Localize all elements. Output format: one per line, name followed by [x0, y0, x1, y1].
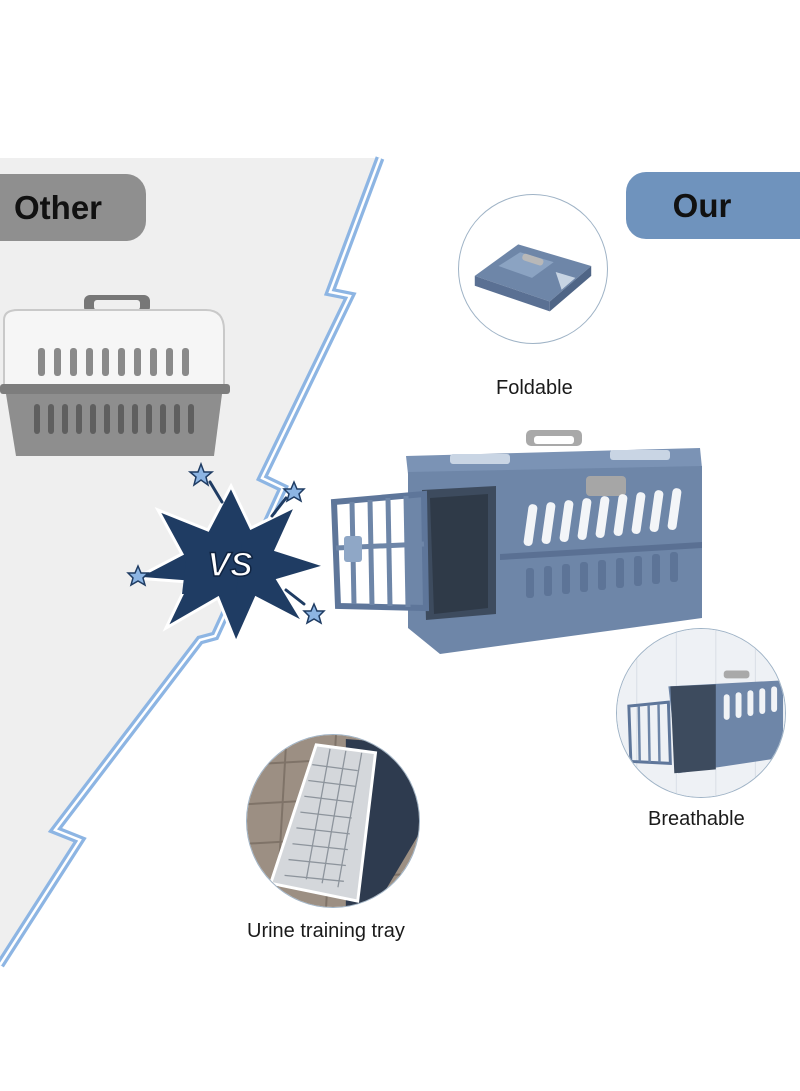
other-label-text: Other [14, 188, 103, 226]
breathable-feature-image [616, 628, 786, 798]
urine-tray-feature-image [246, 734, 420, 908]
foldable-caption: Foldable [496, 377, 573, 399]
foldable-feature-image [458, 194, 608, 344]
vs-burst-icon: VS [126, 461, 332, 647]
our-label-tag: Our [626, 172, 800, 239]
urine-tray-caption: Urine training tray [247, 920, 405, 942]
breathable-caption: Breathable [648, 808, 745, 830]
our-label-text: Our [672, 186, 732, 224]
other-carrier-image [0, 295, 230, 456]
star-icon [126, 461, 326, 625]
our-carrier-image [330, 430, 702, 654]
vs-text: VS [207, 546, 253, 584]
other-label-tag: Other [0, 174, 146, 241]
